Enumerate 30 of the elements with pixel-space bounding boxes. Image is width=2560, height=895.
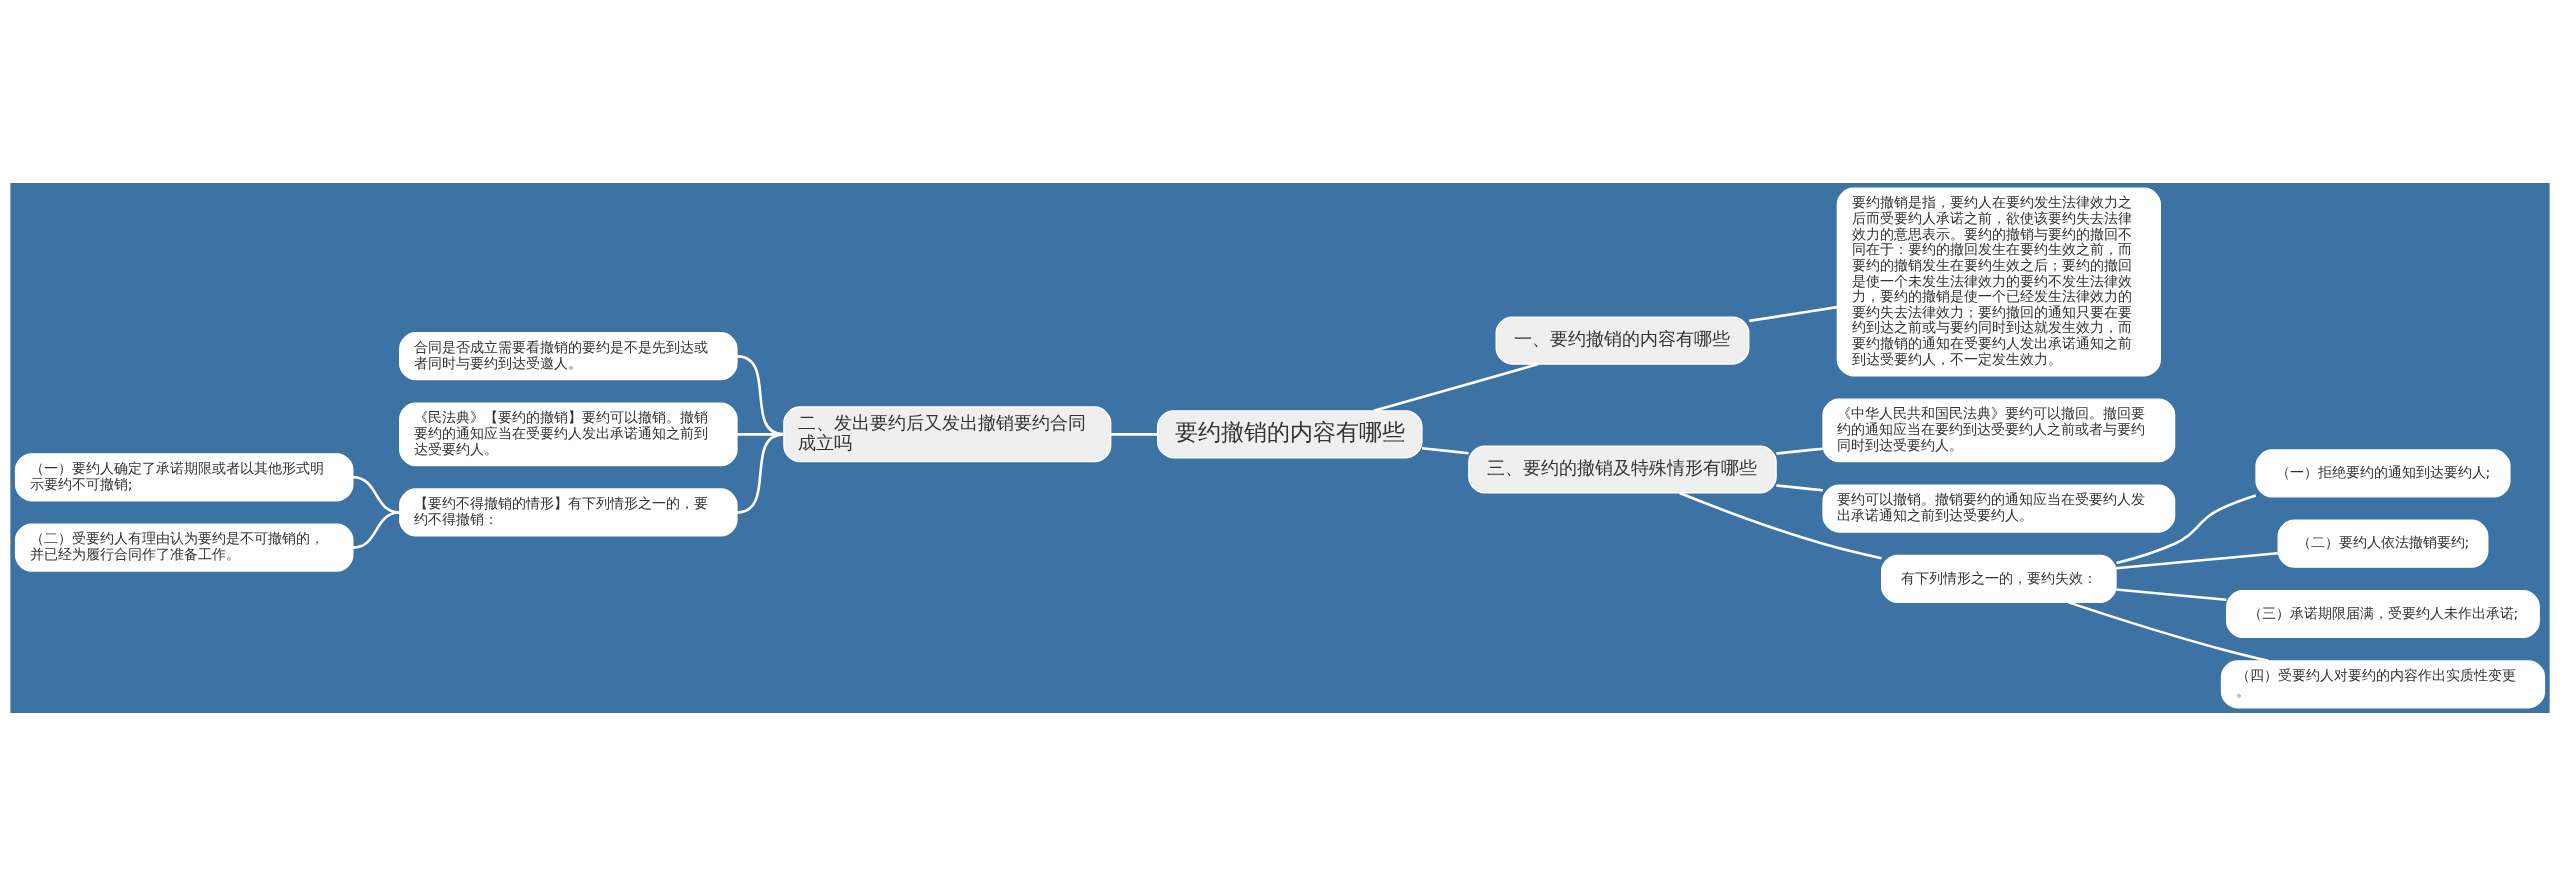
connector (1421, 446, 1469, 455)
node-box: 《中华人民共和国民法典》要约可以撤回。撤回要约的通知应当在要约到达受要约人之前或者与要约同时到达受要约人。 (1822, 398, 2176, 462)
connector (1776, 483, 1823, 492)
node-box: 有下列情形之一的，要约失效： (1880, 554, 2117, 603)
node-box: （四）受要约人对要约的内容作出实质性变更。 (2220, 659, 2546, 708)
node-box: （二）受要约人有理由认为要约是不可撤销的，并已经为履行合同作了准备工作。 (14, 523, 354, 572)
connector (1110, 432, 1158, 436)
connector (2068, 600, 2269, 662)
connector (1749, 305, 1838, 322)
node-box: （一）拒绝要约的通知到达要约人; (2255, 448, 2511, 497)
node-box: 二、发出要约后又发出撤销要约合同成立吗 (783, 405, 1112, 462)
connector (352, 510, 400, 549)
node-box: （二）要约人依法撤销要约; (2277, 519, 2489, 568)
node-box: 要约撤销的内容有哪些 (1156, 409, 1423, 458)
node-box: 要约撤销是指，要约人在要约发生法律效力之后而受要约人承诺之前，欲使该要约失去法律效力的意思表示。要约的撤销与要约的撤回不同在于：要约的撤回发生在要约生效之前，而要约的撤销发生在要约生效之后；要约的撤回是使一个未发生法律效力的要约不发生法律效力，要约的撤销是使一个已经发生法律效力的要约失去法律效力；要约撤回的通知只要在要约到达之前或与要约同时到达就发生效力，而要约撤销的通知在受要约人发出承诺通知之前到达受要约人，不一定发生效力。 (1836, 187, 2161, 376)
node-box: （三）承诺期限届满，受要约人未作出承诺; (2226, 589, 2540, 638)
node-box: （一）要约人确定了承诺期限或者以其他形式明示要约不可撤销; (14, 452, 354, 501)
node-box: 《民法典》【要约的撤销】要约可以撤销。撤销要约的通知应当在受要约人发出承诺通知之前到达受要约人。 (399, 401, 738, 466)
connector (736, 432, 785, 514)
connector (2116, 587, 2227, 601)
connector (2116, 493, 2257, 564)
node-box: 要约可以撤销。撤销要约的通知应当在受要约人发出承诺通知之前到达受要约人。 (1822, 483, 2176, 533)
node-box: 一、要约撤销的内容有哪些 (1495, 316, 1750, 365)
connector (1679, 491, 1882, 559)
connector (2116, 551, 2278, 569)
node-box: 三、要约的撤销及特殊情形有哪些 (1468, 444, 1777, 494)
node-box: 合同是否成立需要看撤销的要约是不是先到达或者同时与要约到达受邀人。 (399, 331, 738, 380)
connector (1776, 446, 1823, 455)
connector (1373, 362, 1539, 412)
node-box: 【要约不得撤销的情形】有下列情形之一的，要约不得撤销： (399, 487, 738, 537)
